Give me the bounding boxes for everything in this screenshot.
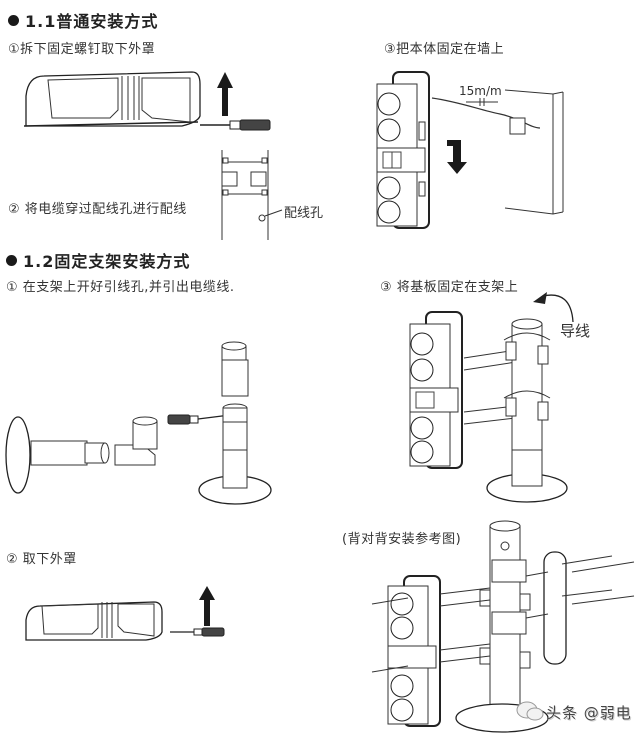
cable-line [430,88,550,148]
screwdriver-icon [170,627,226,637]
section-1-1-heading: 1.1普通安装方式 [8,8,158,32]
screwdriver-icon [168,412,232,426]
detector-unit-illustration [408,310,468,470]
pole-bracket-illustration [196,340,276,510]
arrow-up-icon [199,586,215,626]
dimension-marker [466,98,498,106]
section-1-1-title: 1.1普通安装方式 [25,12,159,31]
section-1-2-heading: 1.2固定支架安装方式 [6,248,190,272]
screwdriver-icon [200,119,272,131]
arrow-up-icon [217,72,233,116]
section-1-2-step-3: ③ 将基板固定在支架上 [380,280,519,295]
bullet-icon [8,15,19,26]
section-1-2-step-1: ① 在支架上开好引线孔,并引出电缆线. [6,280,235,295]
wechat-icon [516,700,544,722]
wall-illustration [505,88,565,218]
lead-wire-label: 导线 [560,322,591,340]
detector-unit-illustration [375,70,435,230]
back-to-back-illustration [372,520,640,732]
dimension-label: 15m/m [459,84,502,98]
section-1-2-title: 1.2固定支架安装方式 [23,252,191,271]
section-1-2-step-2: ② 取下外罩 [6,552,77,567]
detector-cover-illustration [24,598,164,642]
back-to-back-caption: (背对背安装参考图) [342,532,462,547]
lead-wire-arrow-icon [533,292,575,324]
section-1-1-step-1: ①拆下固定螺钉取下外罩 [8,42,156,57]
wiring-hole-diagram [220,150,270,240]
watermark-text: 头条 @弱电 [546,704,632,722]
arrow-down-icon [447,140,467,174]
section-1-1-step-3: ③把本体固定在墙上 [384,42,505,57]
detector-cover-illustration [22,70,202,130]
wall-bracket-illustration [3,415,163,495]
wiring-hole-label: 配线孔 [284,206,324,221]
section-1-1-step-2: ② 将电缆穿过配线孔进行配线 [8,202,187,217]
bullet-icon [6,255,17,266]
pole-with-clamps-illustration [462,300,582,510]
